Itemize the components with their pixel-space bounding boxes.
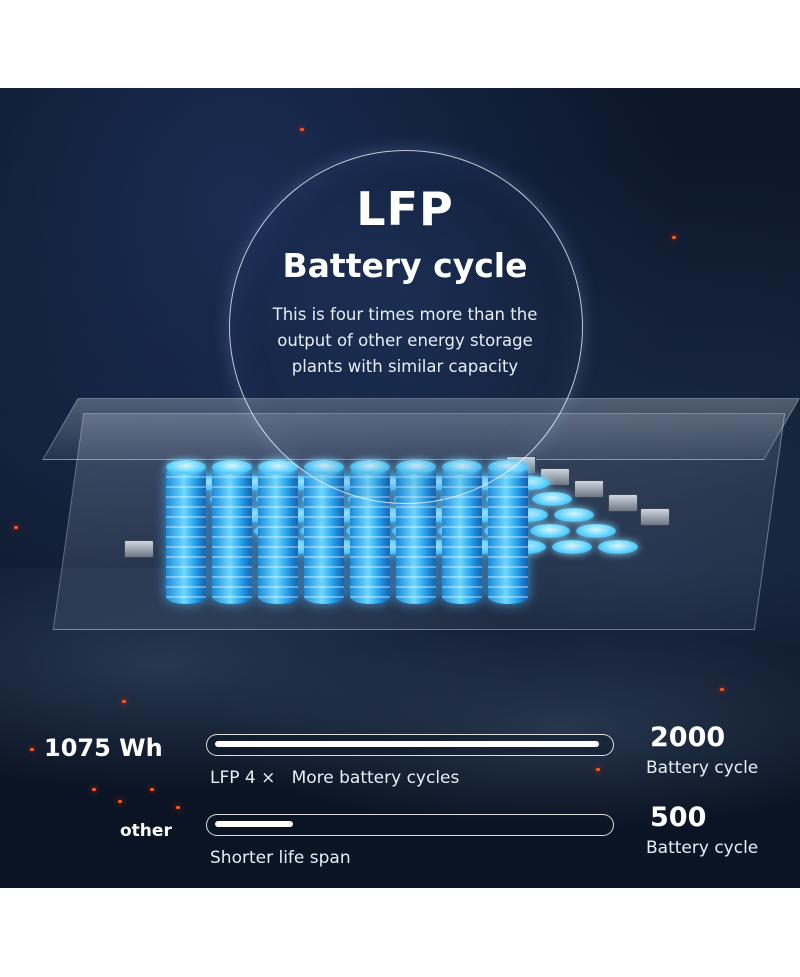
ember bbox=[118, 800, 122, 803]
battery-cell bbox=[488, 466, 528, 604]
battery-cell bbox=[212, 466, 252, 604]
battery-cell-cap bbox=[166, 460, 206, 474]
other-cycle-unit: Battery cycle bbox=[646, 838, 759, 858]
ember bbox=[150, 788, 154, 791]
connector bbox=[124, 540, 154, 558]
other-cycle-bar-fill bbox=[215, 821, 293, 827]
lfp-capacity-label: 1075 Wh bbox=[44, 734, 163, 762]
hero-subtitle: Battery cycle bbox=[282, 246, 528, 285]
connector bbox=[640, 508, 670, 526]
battery-cell bbox=[258, 466, 298, 604]
battery-cell-cap bbox=[576, 524, 616, 538]
other-label: other bbox=[120, 821, 172, 841]
lfp-cycle-value: 2000 bbox=[650, 722, 726, 753]
rock-ground bbox=[0, 568, 800, 888]
lfp-cycle-bar bbox=[206, 734, 614, 756]
lfp-caption: LFP 4 × More battery cycles bbox=[210, 768, 460, 788]
battery-cell-cap bbox=[598, 540, 638, 554]
battery-cell-cap bbox=[530, 524, 570, 538]
other-caption: Shorter life span bbox=[210, 848, 351, 868]
product-scene: LFP Battery cycle This is four times mor… bbox=[0, 88, 800, 888]
ember bbox=[122, 700, 126, 703]
battery-cell bbox=[166, 466, 206, 604]
ember bbox=[176, 806, 180, 809]
other-cycle-bar bbox=[206, 814, 614, 836]
hero-title: LFP bbox=[356, 182, 454, 236]
ember bbox=[300, 128, 304, 131]
connector bbox=[574, 480, 604, 498]
ember bbox=[672, 236, 676, 239]
battery-cell-cap bbox=[552, 540, 592, 554]
ember bbox=[92, 788, 96, 791]
connector bbox=[608, 494, 638, 512]
lfp-cycle-bar-fill bbox=[215, 741, 599, 747]
ember bbox=[596, 768, 600, 771]
ember bbox=[720, 688, 724, 691]
battery-cell-cap bbox=[554, 508, 594, 522]
ember bbox=[14, 526, 18, 529]
battery-cell-cap bbox=[212, 460, 252, 474]
ember bbox=[30, 748, 34, 751]
other-cycle-value: 500 bbox=[650, 802, 707, 833]
highlight-circle bbox=[229, 150, 583, 504]
lfp-cycle-unit: Battery cycle bbox=[646, 758, 759, 778]
hero-description: This is four times more than the output … bbox=[272, 305, 538, 376]
battery-cell-cap bbox=[532, 492, 572, 506]
battery-cell-cap bbox=[258, 460, 298, 474]
